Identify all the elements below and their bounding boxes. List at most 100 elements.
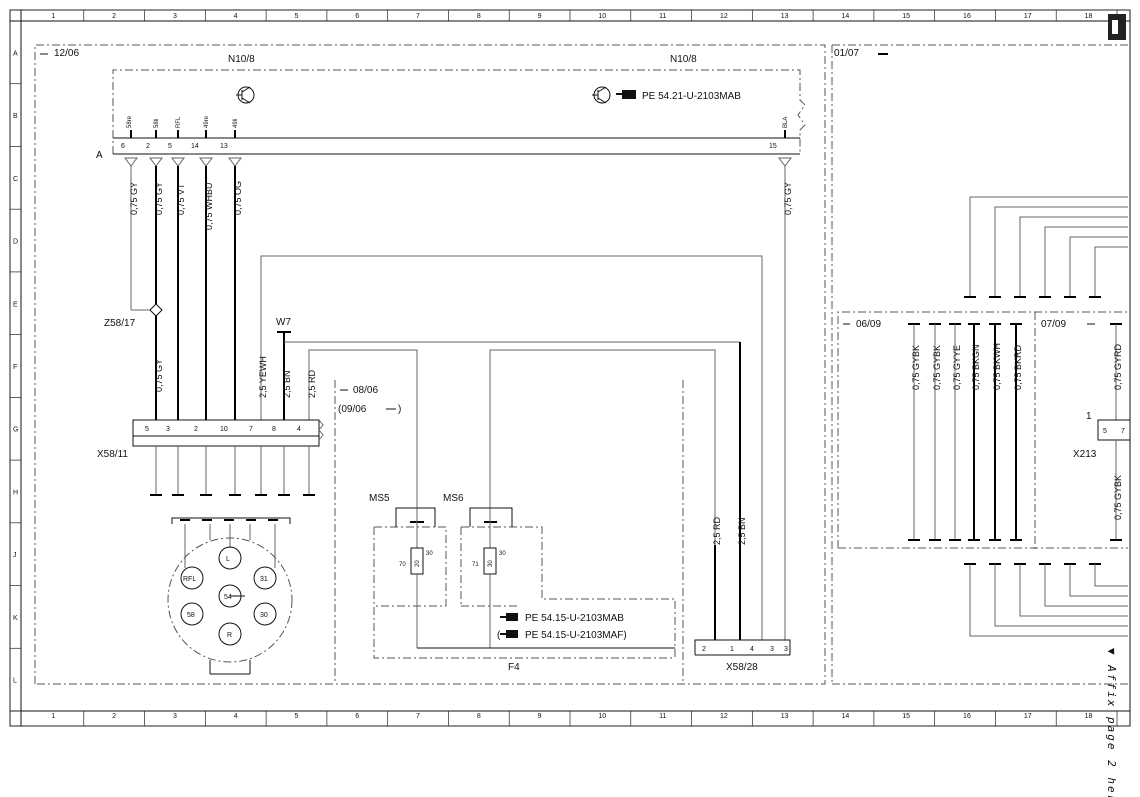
connector-a-terminals xyxy=(124,157,792,167)
grid-col-label: 7 xyxy=(416,13,420,20)
grid-row-label: E xyxy=(13,301,18,308)
pin-label-bla: BLA xyxy=(783,117,789,128)
x58-28-pin: 1 xyxy=(730,646,734,653)
x213-pin: 5 xyxy=(1103,428,1107,435)
wire-label-rd-right: 2,5 RD xyxy=(712,516,722,545)
pointing-hand-icon xyxy=(500,630,518,638)
grid-column-ruler: 1122334455667788991010111112121313141415… xyxy=(51,10,1118,726)
pin-num-5: 5 xyxy=(168,143,172,150)
x58-11-pin: 3 xyxy=(166,426,170,433)
wire-label-gy-right: 0,75 GY xyxy=(783,182,793,215)
grid-col-label: 14 xyxy=(842,713,850,720)
socket-pin-54: 54 xyxy=(224,594,232,601)
page-corner-icon xyxy=(1108,14,1126,40)
wire-label-yewh: 2,5 YEWH xyxy=(258,356,268,398)
pointing-hand-icon xyxy=(616,90,636,99)
n10-8-label-left: N10/8 xyxy=(228,54,255,65)
pin-num-6: 6 xyxy=(121,143,125,150)
grid-col-label: 13 xyxy=(781,713,789,720)
grid-col-label: 3 xyxy=(173,713,177,720)
wire-label-bkrd: 0,75 BKRD xyxy=(1013,344,1023,390)
ref-08-06: 08/06 xyxy=(353,385,378,396)
x58-28-pin: 4 xyxy=(750,646,754,653)
transistor-icon xyxy=(236,86,255,104)
pointing-hand-icon xyxy=(500,613,518,621)
wire-label-bn: 2,5 BN xyxy=(282,370,292,398)
grid-row-label: B xyxy=(13,113,18,120)
grid-col-label: 18 xyxy=(1085,713,1093,720)
pin-num-15: 15 xyxy=(769,143,777,150)
grid-col-label: 16 xyxy=(963,13,971,20)
left-section-boundary xyxy=(34,44,826,685)
trailer-socket xyxy=(167,517,293,675)
grid-col-label: 17 xyxy=(1024,13,1032,20)
cable-bundle-bottom xyxy=(964,563,1128,637)
x58-11-pin: 4 xyxy=(297,426,301,433)
wire-label-gyye: 0,75 GYYE xyxy=(952,345,962,390)
fuse-ms5-term: 30 xyxy=(426,551,433,557)
grid-col-label: 2 xyxy=(112,13,116,20)
x58-28-connector xyxy=(694,639,791,655)
wire-label-vt: 0,75 VT xyxy=(176,183,186,215)
ref-07-09: 07/09 xyxy=(1041,319,1066,330)
grid-row-label: D xyxy=(13,239,18,246)
f4-fuse-box xyxy=(373,527,675,659)
fuse-ms6-num: 71 xyxy=(472,562,479,568)
x58-11-pin: 7 xyxy=(249,426,253,433)
grid-col-label: 11 xyxy=(659,13,666,20)
grid-col-label: 15 xyxy=(902,713,910,720)
x213-pin: 7 xyxy=(1121,428,1125,435)
z58-17-label: Z58/17 xyxy=(104,318,136,329)
x58-28-pin: 3 xyxy=(770,646,774,653)
x213-connector xyxy=(1097,419,1131,441)
pin-label-58re: 58re xyxy=(127,115,133,128)
socket-pin-58: 58 xyxy=(187,612,195,619)
ref-12-06: 12/06 xyxy=(54,48,79,59)
grid-col-label: 4 xyxy=(234,13,238,20)
wire-label-gybk-2: 0,75 GYBK xyxy=(932,345,942,390)
grid-col-label: 8 xyxy=(477,13,481,20)
pe-54-15-mab-ref[interactable]: PE 54.15-U-2103MAB xyxy=(525,613,624,624)
socket-pin-31: 31 xyxy=(260,576,268,583)
socket-pin-l: L xyxy=(226,556,230,563)
ms6-label: MS6 xyxy=(443,493,464,504)
grid-col-label: 1 xyxy=(51,713,55,720)
x58-11-connector xyxy=(132,419,320,447)
x58-11-pin: 5 xyxy=(145,426,149,433)
grid-col-label: 4 xyxy=(234,713,238,720)
section-06-09 xyxy=(837,311,1128,548)
x58-11-pin: 2 xyxy=(194,426,198,433)
grid-col-label: 10 xyxy=(598,13,606,20)
socket-pin-rfl: RFL xyxy=(183,576,196,583)
pin-label-49re: 49re xyxy=(204,115,210,128)
x213-pin-one: 1 xyxy=(1086,411,1092,422)
ref-09-06: (09/06 xyxy=(338,404,367,415)
ref-09-06-close: ) xyxy=(398,404,401,415)
wire-label-gybk-1: 0,75 GYBK xyxy=(911,345,921,390)
pe-54-15-maf-ref[interactable]: PE 54.15-U-2103MAF) xyxy=(525,630,627,641)
pe-54-21-ref[interactable]: PE 54.21-U-2103MAB xyxy=(642,91,741,102)
grid-col-label: 8 xyxy=(477,713,481,720)
wire-label-gy-1: 0,75 GY xyxy=(129,182,139,215)
grid-row-label: K xyxy=(13,615,18,622)
grid-col-label: 3 xyxy=(173,13,177,20)
grid-row-label: H xyxy=(13,489,18,496)
grid-col-label: 9 xyxy=(538,713,542,720)
socket-pin-30: 30 xyxy=(260,612,268,619)
wire-label-gy-mid: 0,75 GY xyxy=(154,359,164,392)
x58-11-pin: 8 xyxy=(272,426,276,433)
wire-label-bn-right: 2,5 BN xyxy=(737,517,747,545)
grid-col-label: 18 xyxy=(1085,13,1093,20)
far-right-wires xyxy=(908,323,1022,541)
f4-label: F4 xyxy=(508,662,520,673)
wire-label-og: 0,75 OG xyxy=(233,181,243,215)
grid-row-label: L xyxy=(13,678,17,685)
socket-pin-r: R xyxy=(227,632,232,639)
grid-col-label: 5 xyxy=(295,713,299,720)
wire-label-whbu: 0,75 WHBU xyxy=(204,182,214,230)
pin-num-14: 14 xyxy=(191,143,199,150)
z58-17-splice xyxy=(149,303,163,317)
pe-54-15-maf-open: ( xyxy=(497,630,501,641)
grid-col-label: 16 xyxy=(963,713,971,720)
